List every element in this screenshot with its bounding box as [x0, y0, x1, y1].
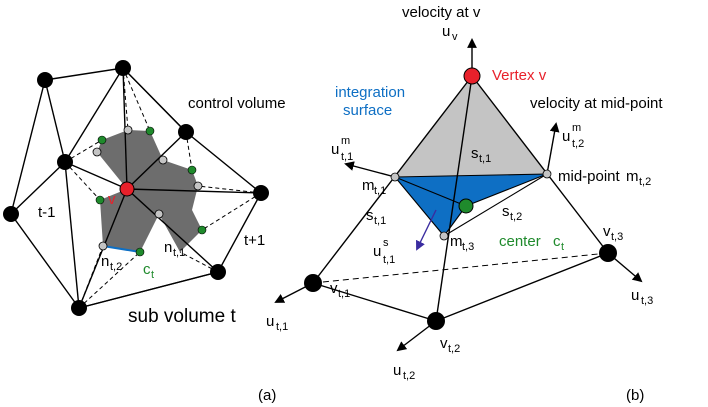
s-t1-lower-label: s t,1 — [366, 207, 386, 227]
velocity-mid-label: velocity at mid-point — [530, 95, 663, 112]
svg-text:t,3: t,3 — [611, 231, 623, 243]
svg-text:n: n — [101, 253, 109, 270]
hidden-edge — [312, 252, 609, 284]
u-m-t1-label: u m t,1 — [331, 135, 353, 163]
center-node-b — [458, 198, 474, 214]
svg-text:t,1: t,1 — [341, 151, 353, 163]
center-nodes-a — [95, 126, 207, 257]
svg-text:t,1: t,1 — [338, 288, 350, 300]
v-t1-label: v t,1 — [330, 280, 350, 300]
svg-text:v: v — [330, 280, 338, 297]
svg-text:t,1: t,1 — [374, 215, 386, 227]
svg-text:m: m — [341, 135, 350, 147]
svg-text:t,1: t,1 — [276, 321, 288, 333]
v-t3-label: v t,3 — [603, 223, 623, 243]
svg-text:t,2: t,2 — [572, 138, 584, 150]
svg-text:t,1: t,1 — [173, 247, 185, 259]
svg-text:t: t — [561, 241, 564, 253]
n-t1-label: n t,1 — [164, 239, 185, 259]
svg-text:v: v — [440, 335, 448, 352]
midpoint-nodes-a — [92, 125, 203, 251]
svg-text:t,2: t,2 — [403, 370, 415, 382]
svg-text:v: v — [603, 223, 611, 240]
velocity-at-v-label: velocity at v — [402, 4, 481, 21]
integration-label-1: integration — [335, 84, 405, 101]
svg-text:t,2: t,2 — [510, 211, 522, 223]
arrow-u-m-t2 — [546, 122, 560, 175]
s-t2-label: s t,2 — [502, 203, 522, 223]
u-t1-label: u t,1 — [266, 313, 288, 333]
m-t1-label: m t,1 — [362, 177, 386, 197]
svg-text:center: center — [499, 233, 541, 250]
arrow-u-s-t1 — [416, 209, 437, 251]
u-m-t2-label: u m t,2 — [562, 122, 584, 150]
svg-text:m: m — [362, 177, 375, 194]
u-t2-label: u t,2 — [393, 362, 415, 382]
svg-text:mid-point: mid-point — [558, 168, 621, 185]
c-t-label-a: c t — [143, 261, 154, 281]
svg-text:v: v — [452, 31, 458, 43]
mesh-outer-edges — [10, 67, 262, 309]
v-t2-label: v t,2 — [440, 335, 460, 355]
svg-text:m: m — [572, 122, 581, 134]
tetra-vertices — [304, 244, 617, 330]
vertex-v-b — [463, 67, 481, 85]
svg-text:s: s — [366, 207, 374, 224]
svg-text:c: c — [553, 233, 561, 250]
svg-text:t,1: t,1 — [374, 185, 386, 197]
svg-text:u: u — [631, 287, 639, 304]
upper-face — [395, 76, 547, 177]
integration-label-2: surface — [343, 102, 392, 119]
svg-text:u: u — [373, 243, 381, 260]
vertex-v-a — [119, 181, 135, 197]
svg-text:m: m — [450, 233, 463, 250]
svg-text:t,2: t,2 — [110, 261, 122, 273]
svg-text:t,3: t,3 — [462, 241, 474, 253]
integration-surface-a — [102, 245, 141, 253]
mesh-dashed-edges — [64, 67, 262, 309]
panel-b: velocity at v u v Vertex v integration s… — [266, 4, 663, 404]
s-t1-upper-label: s t,1 — [471, 145, 491, 165]
u-t3-label: u t,3 — [631, 287, 653, 307]
svg-text:u: u — [393, 362, 401, 379]
caption-a: (a) — [258, 387, 276, 404]
svg-text:u: u — [331, 141, 339, 158]
panel-a: control volume v t-1 t+1 sub volume t n … — [3, 60, 286, 404]
svg-text:u: u — [266, 313, 274, 330]
arrow-u-m-t1 — [344, 161, 396, 178]
svg-text:t,1: t,1 — [479, 153, 491, 165]
svg-text:t,3: t,3 — [641, 295, 653, 307]
svg-text:s: s — [383, 237, 389, 249]
mid-point-m-t2-label: mid-point m t,2 — [558, 168, 651, 188]
t-minus-1-label: t-1 — [38, 204, 56, 221]
svg-text:u: u — [562, 128, 570, 145]
svg-text:s: s — [471, 145, 479, 162]
face-lines — [394, 173, 548, 237]
center-c-t-label: center c t — [499, 233, 564, 253]
control-volume-shade — [97, 130, 202, 252]
n-t2-label: n t,2 — [101, 253, 122, 273]
svg-text:t,2: t,2 — [639, 176, 651, 188]
vertex-v-label-b: Vertex v — [492, 67, 547, 84]
svg-text:u: u — [442, 23, 450, 40]
svg-text:n: n — [164, 239, 172, 256]
svg-text:m: m — [626, 168, 639, 185]
svg-text:t,1: t,1 — [383, 254, 395, 266]
svg-text:t: t — [151, 269, 154, 281]
mesh-vertices — [3, 60, 269, 316]
midpoint-nodes-b — [390, 169, 552, 241]
u-s-t1-label: u s t,1 — [373, 237, 395, 266]
sub-volume-label: sub volume t — [128, 306, 236, 327]
u-v-label: u v — [442, 23, 458, 43]
svg-text:s: s — [502, 203, 510, 220]
control-volume-label: control volume — [188, 95, 286, 112]
integration-surface-b — [395, 174, 547, 236]
vertex-v-label-a: v — [108, 191, 116, 208]
svg-text:t,2: t,2 — [448, 343, 460, 355]
m-t3-label: m t,3 — [450, 233, 474, 253]
t-plus-1-label: t+1 — [244, 232, 265, 249]
caption-b: (b) — [626, 387, 644, 404]
svg-text:c: c — [143, 261, 151, 278]
